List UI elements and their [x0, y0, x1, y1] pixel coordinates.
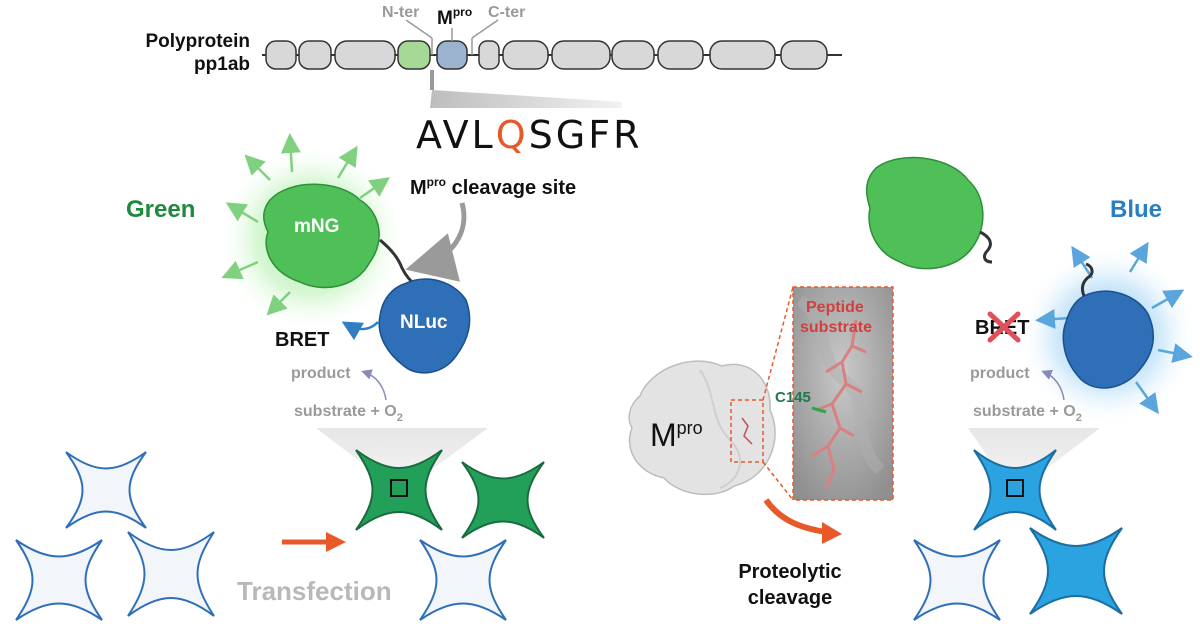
peptide-label-1: Peptide: [806, 299, 864, 316]
nluc-label: NLuc: [400, 312, 448, 333]
polyprotein-bar: [262, 19, 842, 108]
c145-label: C145: [775, 389, 811, 406]
mpro-bar-label: Mpro: [437, 5, 472, 29]
substrate-label-right: substrate + O2: [973, 403, 1082, 424]
cleavage-sequence: AVLQSGFR: [416, 113, 642, 157]
peptide-label-2: substrate: [800, 319, 872, 336]
transfection-label: Transfection: [237, 576, 392, 606]
free-nluc-protein: [1062, 290, 1155, 389]
cter-label: C-ter: [488, 4, 525, 21]
blue-emission-arrows: [1035, 241, 1193, 415]
peptide-sticks: [811, 319, 867, 489]
cell-untransfected: [127, 531, 215, 617]
cell-untransfected: [419, 539, 507, 621]
nluc-protein: [378, 278, 471, 374]
bret-arrow-left: [341, 321, 379, 341]
cleavage-arrow: [405, 202, 467, 282]
polyprotein-label-1: Polyprotein: [145, 31, 250, 52]
zoom-beam-left: [316, 428, 488, 486]
bret-label-left: BRET: [275, 329, 329, 351]
mpro-domain: [436, 40, 468, 70]
reaction-arrow-left: [361, 369, 387, 401]
linker: [379, 238, 416, 286]
cell-untransfected: [913, 539, 1001, 621]
reaction-arrow-right: [1041, 369, 1065, 401]
proteolytic-arrow: [763, 498, 827, 535]
bret-cross-icon: [987, 311, 1021, 343]
cell-green-selected: [355, 449, 443, 531]
nter-domain: [397, 40, 431, 70]
cell-green: [461, 461, 545, 539]
product-label-right: product: [970, 365, 1030, 382]
cells-left: [15, 451, 215, 621]
mpro-protein: [628, 360, 776, 496]
mng-protein: [263, 183, 380, 289]
cell-blue: [1029, 527, 1123, 615]
cell-blue-selected: [973, 449, 1057, 531]
cell-untransfected: [65, 451, 147, 529]
proteolytic-label-2: cleavage: [748, 587, 833, 609]
mpro-label: Mpro: [650, 417, 703, 453]
substrate-label-left: substrate + O2: [294, 403, 403, 424]
cells-right: [913, 449, 1123, 621]
cells-transfected: [355, 449, 545, 621]
active-site-box: [730, 399, 764, 463]
cleavage-site-label: Mpro cleavage site: [410, 175, 576, 199]
polyprotein-label-2: pp1ab: [194, 54, 250, 75]
blue-label: Blue: [1110, 196, 1162, 223]
mng-label: mNG: [294, 216, 339, 237]
cleaved-mng-protein: [865, 156, 984, 270]
green-label: Green: [126, 196, 195, 223]
cell-untransfected: [15, 539, 103, 621]
proteolytic-label-1: Proteolytic: [738, 561, 841, 583]
nter-label: N-ter: [382, 4, 419, 21]
product-label-left: product: [291, 365, 351, 382]
green-emission-arrows: [221, 133, 391, 316]
